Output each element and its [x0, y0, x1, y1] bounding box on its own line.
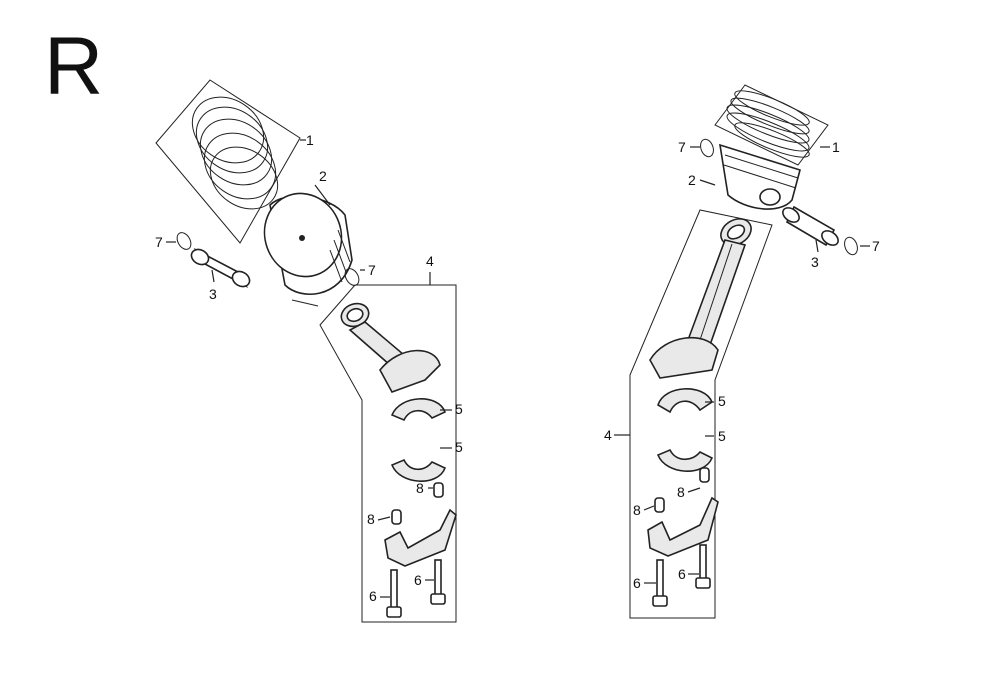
left-rod-cap [384, 508, 457, 567]
left-bolt-left [386, 569, 402, 618]
left-callout-piston-rings: 1 [306, 132, 314, 148]
right-rod-box [629, 209, 773, 619]
right-callout-clip-right: 7 [872, 238, 880, 254]
right-bolt-left [652, 559, 668, 607]
right-dowel-right [699, 467, 710, 483]
right-clip-left [700, 138, 714, 158]
left-clip-left [176, 232, 192, 250]
left-piston-rings [191, 96, 279, 210]
right-callout-piston: 2 [688, 172, 696, 188]
left-dowel-right [433, 482, 444, 498]
left-callout-piston: 2 [319, 168, 327, 184]
right-bolt-right [695, 544, 711, 589]
right-bearing-upper [657, 388, 713, 414]
right-assembly: 1 2 3 4 5 5 6 6 7 7 8 8 [604, 84, 880, 619]
right-dowel-left [654, 497, 665, 513]
left-dowel-left [391, 509, 402, 525]
left-rod-box [319, 284, 457, 623]
right-piston [719, 143, 801, 210]
right-piston-pin [782, 205, 839, 247]
right-bearing-lower [656, 448, 714, 472]
left-bolt-right [430, 559, 446, 605]
left-assembly: 1 2 3 4 5 5 6 6 7 7 8 8 [155, 79, 463, 623]
left-callout-clip-right: 7 [368, 262, 376, 278]
left-callout-piston-pin: 3 [209, 286, 217, 302]
right-callout-bolt-right: 6 [678, 566, 686, 582]
right-callout-bolt-left: 6 [633, 575, 641, 591]
right-callout-clip-left: 7 [678, 139, 686, 155]
right-clip-right [844, 236, 858, 256]
right-callout-bearing-upper: 5 [718, 393, 726, 409]
left-connecting-rod [340, 302, 441, 393]
right-piston-rings [726, 90, 810, 158]
right-callout-bearing-lower: 5 [718, 428, 726, 444]
left-bearing-lower [390, 458, 447, 482]
right-rod-cap [647, 496, 719, 557]
right-connecting-rod [649, 218, 752, 379]
left-callout-dowel-left: 8 [367, 511, 375, 527]
right-callout-dowel-left: 8 [633, 502, 641, 518]
left-callout-bearing-lower: 5 [455, 439, 463, 455]
right-callout-connecting-rod: 4 [604, 427, 612, 443]
left-callout-connecting-rod: 4 [426, 253, 434, 269]
left-bearing-upper [390, 398, 447, 422]
left-piston-pin [190, 247, 251, 289]
left-callout-bearing-upper: 5 [455, 401, 463, 417]
left-callout-dowel-right: 8 [416, 480, 424, 496]
right-callout-dowel-right: 8 [677, 484, 685, 500]
left-callout-clip-left: 7 [155, 234, 163, 250]
right-callout-piston-pin: 3 [811, 254, 819, 270]
left-callout-bolt-right: 6 [414, 572, 422, 588]
bank-letter: R [44, 21, 104, 112]
right-callout-piston-rings: 1 [832, 139, 840, 155]
left-callout-bolt-left: 6 [369, 588, 377, 604]
left-piston [263, 192, 353, 307]
left-rings-box [155, 79, 301, 244]
